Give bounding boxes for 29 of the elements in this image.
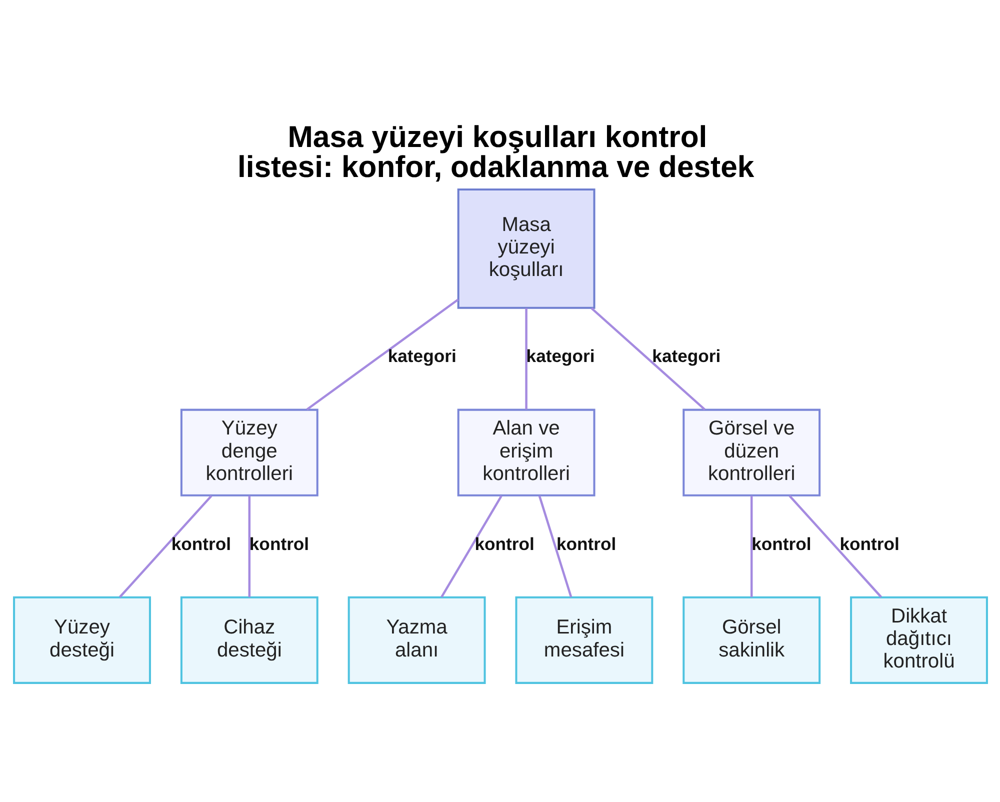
connector: [750, 496, 752, 598]
node-box: Görsel sakinlik: [682, 596, 820, 684]
connector: [524, 308, 527, 410]
edge-label: kontrol: [474, 534, 534, 554]
connector: [118, 495, 212, 598]
connector: [538, 496, 572, 598]
edge-label: kategori: [526, 346, 594, 366]
edge-label: kategori: [387, 346, 456, 366]
connector: [590, 307, 706, 410]
node-box: Alan ve erişim kontrolleri: [456, 408, 595, 496]
edge-label: kontrol: [556, 534, 616, 554]
node-box: Görsel ve düzen kontrolleri: [682, 408, 820, 496]
edge-label: kontrol: [248, 534, 309, 554]
connector: [306, 298, 458, 410]
node-box: Masa yüzeyi koşulları: [456, 188, 595, 309]
node-box: Yüzey desteği: [12, 596, 150, 684]
edge-label: kategori: [652, 346, 720, 366]
node-box: Erişim mesafesi: [514, 596, 653, 684]
connector: [440, 495, 502, 598]
node-box: Yazma alanı: [347, 596, 486, 684]
node-box: Dikkat dağıtıcı kontrolü: [850, 596, 988, 684]
node-box: Yüzey denge kontrolleri: [180, 408, 318, 496]
edge-label: kontrol: [751, 534, 811, 554]
connector: [788, 495, 882, 598]
edge-label: kontrol: [839, 534, 899, 554]
connector: [248, 496, 250, 598]
node-box: Cihaz desteği: [180, 596, 318, 684]
edge-label: kontrol: [170, 534, 231, 554]
diagram-title: Masa yüzeyi koşulları kontrol listesi: konfor, odaklanma ve destek: [236, 121, 754, 184]
